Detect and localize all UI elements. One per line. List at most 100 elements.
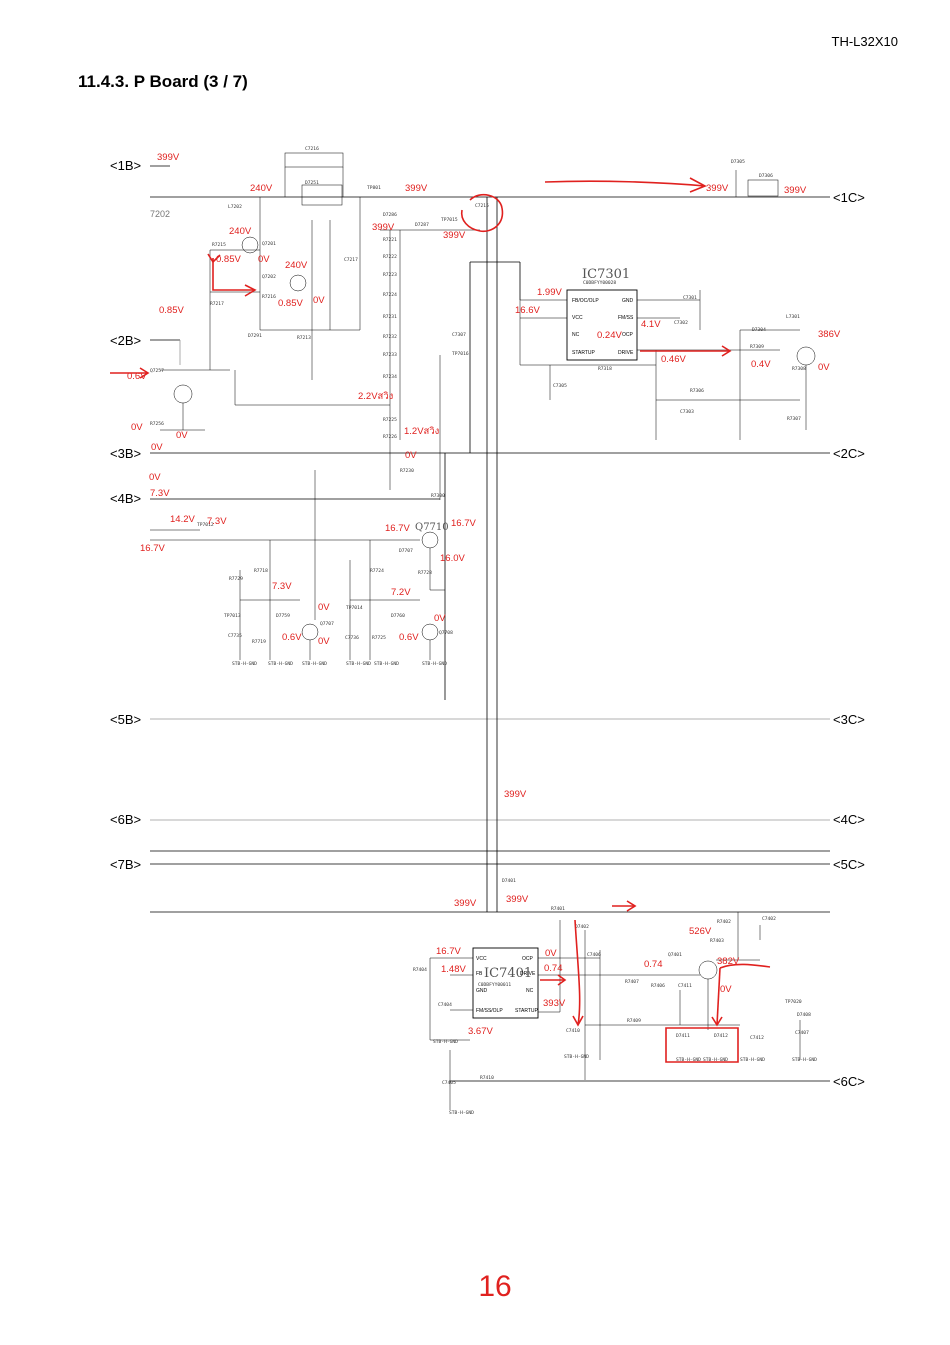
- svg-text:C7407: C7407: [795, 1030, 809, 1036]
- svg-text:R7217: R7217: [210, 301, 224, 307]
- svg-text:C7412: C7412: [750, 1035, 764, 1041]
- voltage-reading: 7.3V: [150, 488, 170, 499]
- svg-text:GND: GND: [476, 988, 488, 994]
- svg-text:R7403: R7403: [710, 938, 724, 944]
- svg-text:DRIVE: DRIVE: [520, 971, 536, 977]
- voltage-reading: 0.6V: [282, 632, 302, 643]
- svg-text:C7405: C7405: [442, 1080, 456, 1086]
- svg-text:R7307: R7307: [787, 416, 801, 422]
- svg-text:R7234: R7234: [383, 374, 397, 380]
- svg-text:C7303: C7303: [680, 409, 694, 415]
- svg-text:C0DBFYY00011: C0DBFYY00011: [478, 982, 511, 988]
- svg-text:STB-H-GND: STB-H-GND: [703, 1057, 728, 1063]
- svg-text:D7401: D7401: [502, 878, 516, 884]
- svg-text:STB-H-GND: STB-H-GND: [232, 661, 257, 667]
- svg-text:FM/SS/OLP: FM/SS/OLP: [476, 1008, 503, 1014]
- svg-text:Q7708: Q7708: [439, 630, 453, 636]
- svg-text:C7301: C7301: [683, 295, 697, 301]
- voltage-reading: 14.2V: [170, 514, 195, 525]
- voltage-reading: 0.46V: [661, 354, 686, 365]
- connector-7b: <7B>: [110, 857, 141, 872]
- svg-text:D7287: D7287: [415, 222, 429, 228]
- voltage-reading: 399V: [784, 185, 807, 196]
- voltage-reading: 386V: [818, 329, 841, 340]
- svg-text:R7226: R7226: [383, 434, 397, 440]
- voltage-reading: 2.2Vสวิง: [358, 391, 393, 402]
- svg-text:C7216: C7216: [305, 146, 319, 152]
- svg-text:TP7020: TP7020: [785, 999, 802, 1005]
- svg-text:R7223: R7223: [383, 272, 397, 278]
- svg-text:STB-H-GND: STB-H-GND: [676, 1057, 701, 1063]
- svg-text:TP7012: TP7012: [197, 522, 214, 528]
- svg-text:STB-H-GND: STB-H-GND: [564, 1054, 589, 1060]
- voltage-reading: 0V: [258, 254, 270, 265]
- voltage-reading: 0.74: [544, 963, 563, 974]
- svg-text:FB: FB: [476, 971, 483, 977]
- svg-text:NC: NC: [526, 988, 534, 994]
- svg-text:D7306: D7306: [759, 173, 773, 179]
- voltage-reading: 399V: [372, 222, 395, 233]
- svg-text:D7305: D7305: [731, 159, 745, 165]
- svg-text:R7221: R7221: [383, 237, 397, 243]
- svg-text:STARTUP: STARTUP: [515, 1008, 539, 1014]
- svg-text:L7202: L7202: [228, 204, 242, 210]
- svg-text:D7251: D7251: [305, 180, 319, 186]
- svg-text:R7402: R7402: [717, 919, 731, 925]
- svg-text:STB-H-GND: STB-H-GND: [433, 1039, 458, 1045]
- svg-text:FM/SS: FM/SS: [618, 315, 634, 321]
- svg-text:D7760: D7760: [391, 613, 405, 619]
- svg-text:TP801: TP801: [367, 185, 381, 191]
- ic7401-circuit: IC7401 VCC FB GND FM/SS/OLP OCP DRIVE NC…: [413, 878, 817, 1116]
- svg-text:R7225: R7225: [383, 417, 397, 423]
- svg-text:Q7710: Q7710: [415, 522, 449, 533]
- page-number: 16: [478, 1270, 512, 1303]
- connector-3c: <3C>: [833, 712, 865, 727]
- svg-text:STB-H-GND: STB-H-GND: [740, 1057, 765, 1063]
- voltage-reading: 0V: [818, 362, 830, 373]
- svg-text:C7215: C7215: [475, 203, 489, 209]
- voltage-reading: 0.74: [644, 959, 663, 970]
- svg-text:TP7016: TP7016: [452, 351, 469, 357]
- ic7401-body: [472, 947, 539, 1019]
- svg-text:VCC: VCC: [476, 956, 487, 962]
- svg-text:R7216: R7216: [262, 294, 276, 300]
- svg-text:Q7401: Q7401: [668, 952, 682, 958]
- svg-text:7202: 7202: [150, 209, 170, 219]
- svg-text:C7217: C7217: [344, 257, 358, 263]
- connector-1b: <1B>: [110, 158, 141, 173]
- voltage-reading: 4.1V: [641, 319, 661, 330]
- svg-text:R7718: R7718: [254, 568, 268, 574]
- svg-text:R7409: R7409: [627, 1018, 641, 1024]
- svg-text:R7306: R7306: [690, 388, 704, 394]
- svg-text:C7736: C7736: [345, 635, 359, 641]
- svg-text:R7724: R7724: [370, 568, 384, 574]
- voltage-reading: 3.67V: [468, 1026, 493, 1037]
- svg-text:DRIVE: DRIVE: [618, 350, 634, 356]
- ic7301-circuit: IC7301 FB/OC/OLP VCC NC STARTUP GND FM/S…: [431, 159, 816, 500]
- voltage-reading: 7.3V: [272, 581, 292, 592]
- svg-text:STB-H-GND: STB-H-GND: [422, 661, 447, 667]
- svg-text:D7411: D7411: [676, 1033, 690, 1039]
- voltage-reading: 16.7V: [451, 518, 476, 529]
- voltage-reading: 1.99V: [537, 287, 562, 298]
- svg-text:STB-H-GND: STB-H-GND: [792, 1057, 817, 1063]
- voltage-reading: 0V: [318, 602, 330, 613]
- svg-text:NC: NC: [572, 332, 580, 338]
- rails: [150, 165, 830, 1082]
- voltage-reading: 0.24V: [597, 330, 622, 341]
- ic7301-label: IC7301: [582, 267, 630, 282]
- voltage-reading: 399V: [405, 183, 428, 194]
- red-annotations: [110, 177, 771, 1063]
- voltage-reading: 0.85V: [216, 254, 241, 265]
- standby-circuit: Q7710 D7707 R7728 R7724 R7718 R7729 R771…: [150, 470, 453, 667]
- svg-text:R7719: R7719: [252, 639, 266, 645]
- svg-text:Q7202: Q7202: [262, 274, 276, 280]
- voltage-reading: 399V: [506, 894, 529, 905]
- svg-text:C7410: C7410: [566, 1028, 580, 1034]
- voltage-reading: 399V: [443, 230, 466, 241]
- svg-text:R7410: R7410: [480, 1075, 494, 1081]
- voltage-reading: 16.6V: [515, 305, 540, 316]
- voltage-reading: 1.2Vสวิง: [404, 426, 439, 437]
- svg-text:GND: GND: [622, 298, 634, 304]
- svg-text:STB-H-GND: STB-H-GND: [346, 661, 371, 667]
